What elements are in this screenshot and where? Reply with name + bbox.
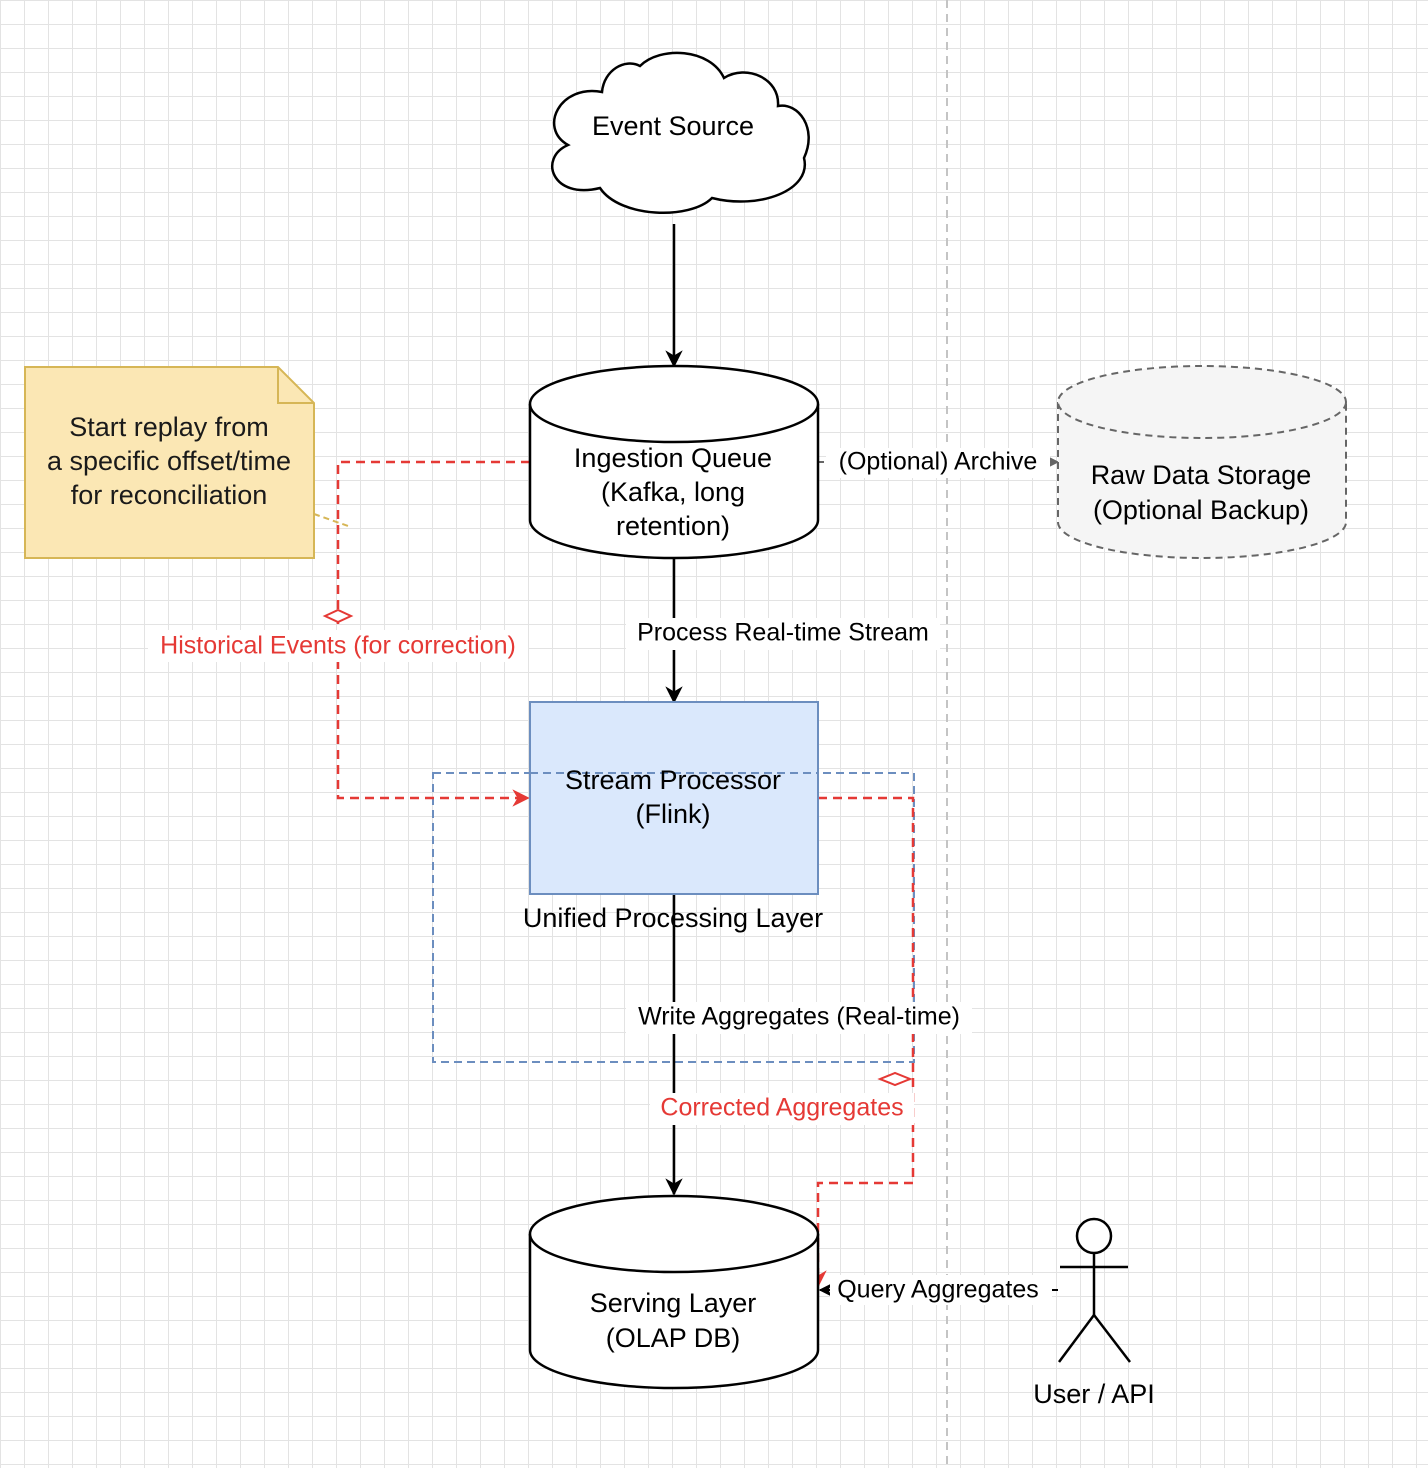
raw-storage-line-1: Raw Data Storage	[1091, 460, 1312, 490]
cylinder-top	[528, 364, 820, 444]
note-shape	[24, 366, 315, 559]
serving-layer-line-2: (OLAP DB)	[606, 1323, 741, 1353]
ingestion-queue-node[interactable]: Ingestion Queue (Kafka, long retention)	[528, 364, 820, 560]
user-actor-node[interactable]: User / API	[1033, 1217, 1155, 1409]
raw-storage-line-2: (Optional Backup)	[1093, 495, 1309, 525]
processor-box	[529, 701, 819, 895]
stream-processor-line-1: Stream Processor	[565, 765, 781, 795]
processing-group-label: Unified Processing Layer	[523, 903, 823, 933]
edge-label-corrected: Corrected Aggregates	[660, 1094, 903, 1122]
replay-note[interactable]: Start replay from a specific offset/time…	[24, 366, 315, 559]
event-source-node[interactable]: Event Source	[551, 51, 810, 214]
cylinder-body	[528, 404, 820, 560]
cylinder-body	[528, 1234, 820, 1390]
ingestion-queue-line-2: (Kafka, long	[601, 477, 745, 507]
stick-figure-icon	[1057, 1217, 1131, 1363]
raw-storage-node[interactable]: Raw Data Storage (Optional Backup)	[1057, 365, 1347, 559]
ingestion-queue-line-1: Ingestion Queue	[574, 443, 772, 473]
edge-label-historical: Historical Events (for correction)	[160, 632, 516, 660]
cylinder-top	[528, 1194, 820, 1274]
edge-label-process-stream: Process Real-time Stream	[637, 619, 929, 647]
note-fold	[277, 367, 314, 404]
note-connector	[313, 513, 349, 527]
note-line-2: a specific offset/time	[47, 446, 291, 476]
serving-layer-line-1: Serving Layer	[590, 1288, 757, 1318]
cloud-icon	[551, 51, 810, 214]
stream-processor-node[interactable]: Stream Processor (Flink)	[529, 701, 819, 895]
user-label: User / API	[1033, 1379, 1155, 1409]
historical-diamond-marker	[322, 608, 354, 624]
edge-label-write-aggregates: Write Aggregates (Real-time)	[638, 1003, 960, 1031]
cylinder-top	[1057, 365, 1347, 439]
corrected-diamond-marker	[877, 1071, 913, 1087]
event-source-label: Event Source	[592, 111, 754, 141]
edge-corrected-aggregates[interactable]	[809, 796, 915, 1288]
stream-processor-line-2: (Flink)	[636, 799, 711, 829]
serving-layer-node[interactable]: Serving Layer (OLAP DB)	[528, 1194, 820, 1390]
edge-label-query: Query Aggregates	[837, 1276, 1039, 1304]
ingestion-queue-line-3: retention)	[616, 511, 730, 541]
edge-label-archive: (Optional) Archive	[839, 448, 1038, 476]
cylinder-body	[1057, 402, 1347, 559]
note-line-1: Start replay from	[69, 412, 269, 442]
note-line-3: for reconciliation	[71, 480, 268, 510]
